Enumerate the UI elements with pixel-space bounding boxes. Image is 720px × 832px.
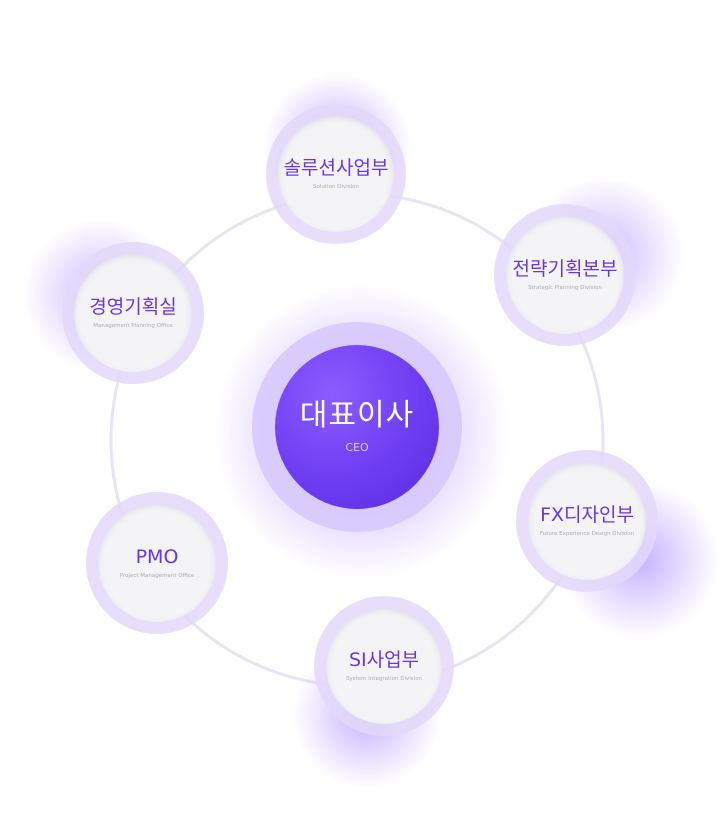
dept-node-strategy[interactable]: 전략기획본부 Strategic Planning Division: [506, 216, 624, 334]
dept-node-pmo[interactable]: PMO Project Management Office: [98, 504, 216, 622]
dept-name: 솔루션사업부: [283, 157, 389, 179]
dept-subtitle: System Integration Division: [345, 676, 423, 682]
dept-node-solution[interactable]: 솔루션사업부 Solution Division: [278, 116, 394, 232]
ceo-subtitle: CEO: [345, 441, 369, 454]
dept-subtitle: Management Planning Office: [93, 323, 173, 329]
ceo-node[interactable]: 대표이사 CEO: [275, 345, 439, 509]
dept-node-fx[interactable]: FX디자인부 Future Experience Design Division: [528, 462, 646, 580]
dept-subtitle: Future Experience Design Division: [539, 531, 635, 537]
dept-node-management[interactable]: 경영기획실 Management Planning Office: [74, 254, 192, 372]
dept-subtitle: Strategic Planning Division: [528, 285, 602, 291]
dept-name: 전략기획본부: [512, 258, 618, 280]
dept-name: 경영기획실: [89, 296, 177, 318]
dept-name: SI사업부: [348, 649, 420, 671]
dept-name: PMO: [135, 546, 179, 568]
dept-name: FX디자인부: [540, 504, 634, 526]
dept-subtitle: Project Management Office: [119, 573, 195, 579]
dept-subtitle: Solution Division: [313, 184, 359, 190]
ceo-title: 대표이사: [299, 398, 415, 433]
dept-node-si[interactable]: SI사업부 System Integration Division: [326, 608, 442, 724]
